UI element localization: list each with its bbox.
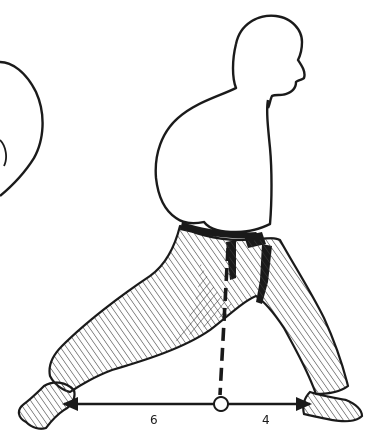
center-point-marker <box>214 397 228 411</box>
rear-weight-label: 6 <box>150 413 158 427</box>
partial-figure-left <box>0 62 43 196</box>
front-weight-label: 4 <box>262 413 270 427</box>
partial-figure-left-arm <box>0 140 6 166</box>
front-foot <box>303 392 362 421</box>
